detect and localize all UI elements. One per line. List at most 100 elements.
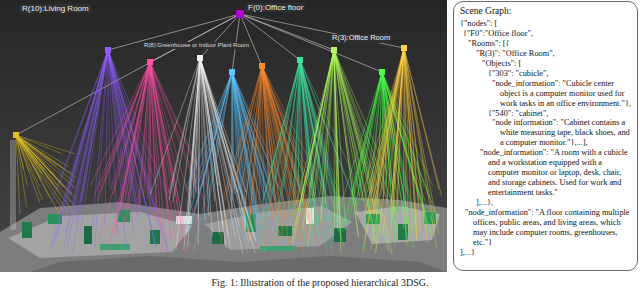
object-line: [242, 66, 262, 230]
object-line: [16, 135, 40, 203]
object-line: [298, 60, 300, 187]
object-line: [188, 72, 232, 203]
object-line: [16, 135, 68, 211]
object-line: [150, 62, 199, 233]
object-line: [108, 50, 168, 255]
object-line: [262, 66, 288, 224]
object-line: [404, 48, 421, 233]
object-line: [114, 62, 150, 232]
json-line: "R(3)": "Office Room",: [460, 49, 631, 59]
object-line: [150, 62, 157, 219]
object-line: [16, 135, 75, 214]
object-line: [398, 48, 404, 204]
figure-caption: Fig. 1: Illustration of the proposed hie…: [0, 277, 640, 288]
object-line: [363, 48, 404, 251]
object-line: [16, 135, 76, 178]
object-line: [225, 66, 262, 201]
object-line: [108, 50, 156, 224]
object-line: [200, 58, 249, 243]
object-line: [91, 62, 151, 185]
object-line: [243, 66, 262, 224]
graph-node-label: R(8):Greenhouse or Indoor Plant Room: [142, 42, 251, 49]
room-marker: [147, 59, 153, 65]
object-line: [303, 50, 334, 228]
hierarchy-line: [240, 14, 404, 48]
graph-node-label: R(3):Office Room: [330, 34, 392, 43]
object-line: [138, 62, 150, 214]
room-marker: [105, 47, 111, 53]
object-line: [108, 62, 150, 250]
scene-graph-box: Scene Graph:{"nodes": [{"F0":"Office flo…: [453, 1, 638, 271]
json-line: {"F0":"Office floor",: [460, 29, 631, 39]
hierarchy-line: [200, 14, 240, 58]
object-line: [74, 50, 108, 207]
object-line: [262, 66, 283, 230]
object-line: [205, 72, 232, 226]
object-line: [185, 72, 232, 228]
object-line: [224, 66, 262, 197]
object-line: [261, 60, 300, 244]
object-line: [200, 58, 236, 238]
object-line: [373, 48, 404, 214]
object-line: [334, 50, 358, 236]
json-line: "Rooms": [{: [460, 39, 631, 49]
object-line: [373, 48, 404, 213]
hierarchy-line: [240, 14, 300, 60]
object-line: [371, 48, 404, 249]
object-line: [194, 72, 232, 251]
object-line: [169, 58, 200, 193]
json-line: {"303": "cubicle",: [460, 69, 631, 79]
object-line: [67, 50, 108, 250]
object-line: [150, 62, 171, 239]
object-line: [404, 48, 434, 224]
object-line: [110, 62, 150, 190]
object-line: [16, 135, 74, 182]
object-line: [150, 62, 189, 249]
object-line: [66, 50, 108, 233]
object-line: [50, 50, 108, 249]
object-line: [343, 72, 382, 224]
object-line: [186, 58, 200, 235]
room-marker: [331, 47, 337, 53]
object-line: [284, 60, 300, 187]
object-line: [232, 72, 234, 194]
object-line: [253, 66, 262, 203]
object-line: [404, 48, 426, 230]
object-line: [63, 50, 108, 249]
object-line: [150, 58, 200, 194]
object-line: [169, 58, 200, 200]
json-line: "node_information": "Cubicle center obje…: [460, 79, 631, 109]
object-line: [308, 50, 334, 209]
object-line: [334, 50, 339, 224]
object-line: [92, 50, 108, 229]
object-line: [347, 72, 382, 229]
object-line: [376, 48, 404, 253]
room-marker: [13, 132, 19, 138]
room-marker: [197, 55, 203, 61]
graph-node-label: F(0):Office floor: [246, 3, 305, 12]
object-line: [16, 135, 64, 211]
object-line: [280, 60, 300, 206]
object-line: [200, 58, 219, 186]
hierarchy-line: [240, 14, 382, 72]
object-line: [75, 50, 108, 225]
object-line: [373, 48, 404, 221]
object-line: [232, 72, 240, 212]
hierarchy-line: [150, 14, 240, 62]
object-line: [16, 135, 62, 168]
object-line: [248, 66, 262, 247]
object-line: [242, 66, 262, 187]
room-marker: [379, 69, 385, 75]
object-line: [232, 72, 251, 215]
room-marker: [297, 57, 303, 63]
object-line: [16, 135, 40, 177]
room-marker: [229, 69, 235, 75]
object-line: [261, 60, 300, 207]
object-line: [16, 135, 72, 194]
floor-marker: [236, 10, 244, 18]
json-line: "node information": "Cabinet contains a …: [460, 118, 631, 148]
object-line: [16, 135, 54, 186]
object-line: [56, 50, 108, 239]
object-line: [298, 60, 300, 199]
room-marker: [401, 45, 407, 51]
